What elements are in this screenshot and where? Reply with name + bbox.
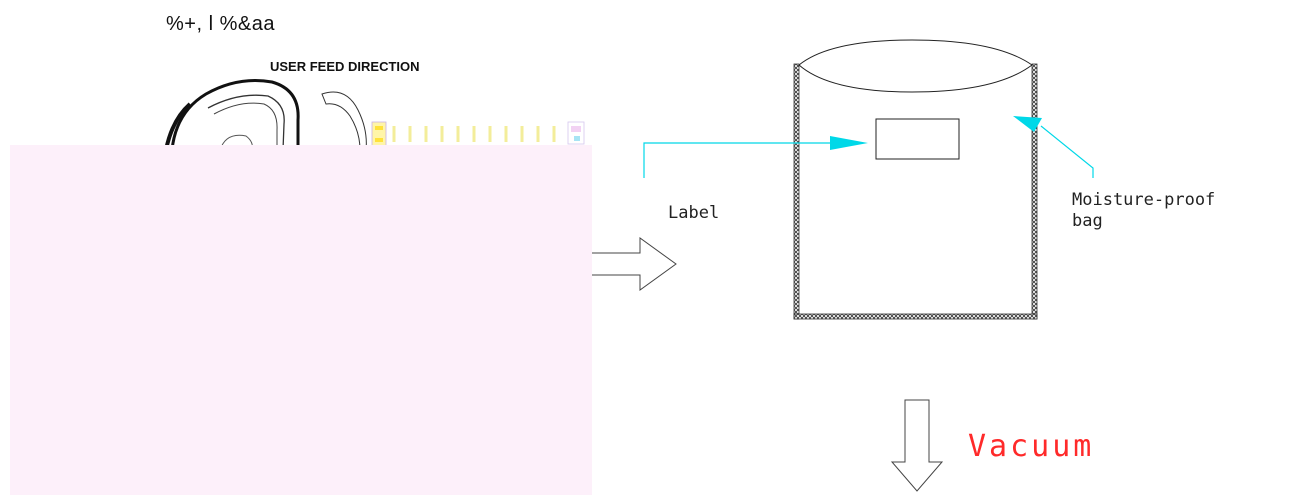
vacuum-caption: Vacuum — [968, 429, 1095, 464]
reel-drawing — [164, 79, 300, 151]
feed-direction-arrow — [321, 91, 367, 151]
blank-panel — [10, 145, 592, 495]
process-arrow-down — [890, 399, 944, 492]
moisture-proof-bag — [793, 39, 1038, 320]
bag-caption-line-1: Moisture-proof — [1072, 190, 1216, 210]
label-box — [875, 118, 960, 160]
bag-caption-line-2: bag — [1072, 211, 1103, 232]
bag-leader-arrow — [1013, 116, 1094, 178]
label-leader-arrow — [643, 136, 868, 178]
feed-direction-label: USER FEED DIRECTION — [270, 59, 420, 74]
carrier-tape — [371, 121, 585, 147]
label-caption: Label — [668, 203, 720, 223]
bag-caption: Moisture-proof bag — [1072, 190, 1215, 233]
header-text: %+, l %&aa — [166, 13, 275, 35]
